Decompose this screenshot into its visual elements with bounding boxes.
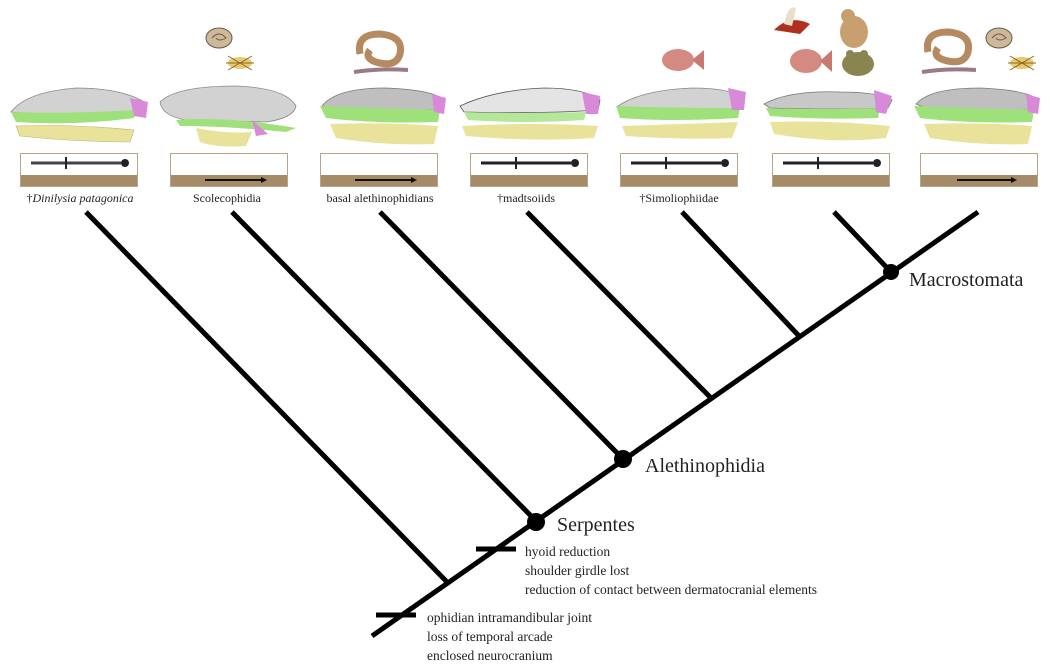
taxon-label-basal-alethinophidians: basal alethinophidians [327, 191, 434, 206]
character-item: shoulder girdle lost [525, 561, 817, 580]
prey-bird-icon [770, 4, 818, 44]
taxon-label-simoliophiidae: †Simoliophiidae [639, 191, 718, 206]
prey-termite-2-icon [1004, 48, 1040, 78]
prey-fish-icon [658, 44, 706, 76]
skull-simoliophiid [612, 84, 752, 148]
skull-basal-alethinophidian [316, 82, 454, 152]
prey-toad-icon [838, 44, 878, 78]
branch-macrostomata-sister [834, 212, 891, 272]
characters-ophidia: ophidian intramandibular joint loss of t… [427, 608, 592, 665]
branch-scolecophidia [232, 212, 535, 520]
burrowing-arrow-icon [921, 154, 1038, 187]
node-label-alethinophidia: Alethinophidia [645, 455, 765, 478]
skull-madtsoiid [454, 84, 608, 148]
taxon-label-dinilysia-italic: Dinilysia patagonica [33, 191, 134, 205]
skull-macrostomatan-1 [760, 86, 900, 150]
prey-fish-2-icon [786, 44, 834, 78]
prey-snake-icon [350, 28, 410, 76]
node-macrostomata [883, 264, 899, 280]
character-item: hyoid reduction [525, 542, 817, 561]
taxon-label-madtsoiids: †madtsoiids [497, 191, 555, 206]
taxon-label-dinilysia: †Dinilysia patagonica [27, 191, 134, 206]
prey-termite-icon [222, 48, 258, 78]
size-box-macrostomata-1 [772, 153, 890, 187]
node-label-macrostomata: Macrostomata [909, 269, 1023, 292]
size-box-basal-alethinophidians [320, 153, 438, 187]
size-box-dinilysia [20, 153, 138, 187]
character-item: ophidian intramandibular joint [427, 608, 592, 627]
prey-snake-2-icon [918, 26, 978, 76]
branch-basal-alethinophidians [380, 212, 622, 458]
size-box-macrostomata-2 [920, 153, 1038, 187]
skull-macrostomatan-2 [910, 82, 1048, 152]
skull-dinilysia [6, 84, 156, 150]
character-item: enclosed neurocranium [427, 646, 592, 665]
branch-simoliophiidae [682, 212, 799, 336]
size-box-scolecophidia [170, 153, 288, 187]
size-box-simoliophiidae [620, 153, 738, 187]
prey-snail-icon [204, 26, 234, 50]
branch-dinilysia [86, 212, 447, 582]
burrowing-arrow-icon [321, 154, 438, 187]
branch-madtsoiids [527, 212, 711, 398]
node-alethinophidia [614, 450, 632, 468]
node-label-serpentes: Serpentes [557, 514, 635, 537]
character-item: loss of temporal arcade [427, 627, 592, 646]
character-item: reduction of contact between dermatocran… [525, 580, 817, 599]
node-serpentes [527, 513, 545, 531]
size-box-madtsoiids [470, 153, 588, 187]
burrowing-arrow-icon [171, 154, 288, 187]
prey-snail-2-icon [984, 26, 1014, 50]
taxon-label-scolecophidia: Scolecophidia [193, 191, 261, 206]
characters-serpentes: hyoid reduction shoulder girdle lost red… [525, 542, 817, 599]
skull-scolecophidia [156, 82, 304, 152]
